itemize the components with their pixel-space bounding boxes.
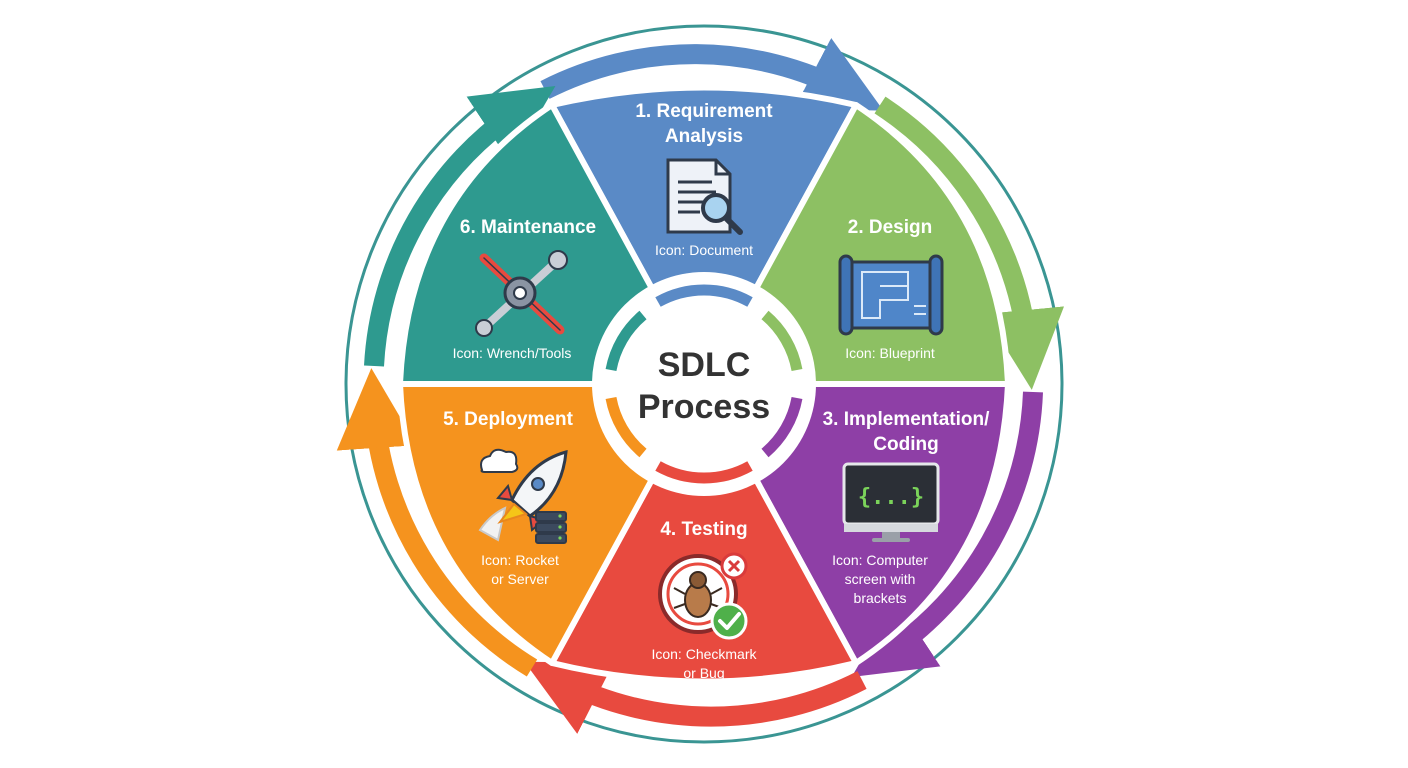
- stage-caption: Icon: Wrench/Tools: [453, 345, 572, 361]
- flow-arrow-purple: [851, 391, 1043, 678]
- stage-title: 6. Maintenance: [460, 217, 596, 238]
- flow-arrow-blue: [540, 37, 884, 111]
- wrench-tools-icon: [475, 250, 568, 337]
- stage-title: 5. Deployment: [443, 409, 574, 430]
- stage-caption: Icon: Computer: [832, 552, 928, 568]
- center-title-line2: Process: [638, 388, 770, 426]
- stage-deployment: 5. Deployment Icon: Rocket or Server: [443, 409, 574, 587]
- stage-title: 2. Design: [848, 217, 932, 238]
- stage-caption: brackets: [854, 590, 907, 606]
- stage-design: 2. Design Icon: Blueprint: [838, 217, 944, 361]
- stage-title: 4. Testing: [660, 519, 747, 540]
- computer-screen-icon: {...}: [842, 462, 940, 542]
- stage-title: 3. Implementation/: [823, 409, 991, 430]
- flow-arrows: [336, 37, 1065, 734]
- wedge-testing: [549, 381, 859, 685]
- center-hub: [620, 300, 788, 468]
- stage-caption: Icon: Document: [655, 242, 753, 258]
- flow-arrow-teal: [364, 85, 556, 367]
- stage-caption: or Server: [491, 571, 549, 587]
- flow-arrow-red: [524, 661, 867, 734]
- svg-text:{...}: {...}: [858, 485, 924, 510]
- flow-arrow-orange: [336, 368, 538, 677]
- server-icon: [535, 511, 567, 544]
- stage-caption: Icon: Rocket: [481, 552, 559, 568]
- checkmark-icon: [710, 602, 748, 640]
- center-title-line1: SDLC: [658, 346, 751, 384]
- stage-title: Coding: [873, 434, 938, 455]
- flow-arrow-green: [874, 96, 1065, 390]
- stage-title: 1. Requirement: [635, 101, 773, 122]
- stage-maintenance: 6. Maintenance Icon: Wrench/Tools: [453, 217, 597, 361]
- document-icon: [666, 158, 743, 235]
- stage-caption: screen with: [845, 571, 916, 587]
- stage-caption: Icon: Blueprint: [845, 345, 935, 361]
- cloud-icon: [480, 448, 519, 473]
- stage-caption: or Bug: [683, 665, 724, 681]
- wedge-requirement-analysis: [549, 84, 859, 387]
- stage-testing: 4. Testing Icon: Checkmark or Bug: [651, 519, 757, 681]
- stage-requirement-analysis: 1. Requirement Analysis Icon: Document: [635, 101, 773, 258]
- stage-caption: Icon: Checkmark: [651, 646, 757, 662]
- center-ring-segments: [605, 284, 803, 484]
- stage-title: Analysis: [665, 126, 743, 147]
- error-x-icon: [720, 552, 748, 580]
- stage-implementation: 3. Implementation/ Coding {...} Icon: Co…: [823, 409, 991, 606]
- rocket-icon: [478, 449, 568, 542]
- blueprint-icon: [838, 254, 944, 336]
